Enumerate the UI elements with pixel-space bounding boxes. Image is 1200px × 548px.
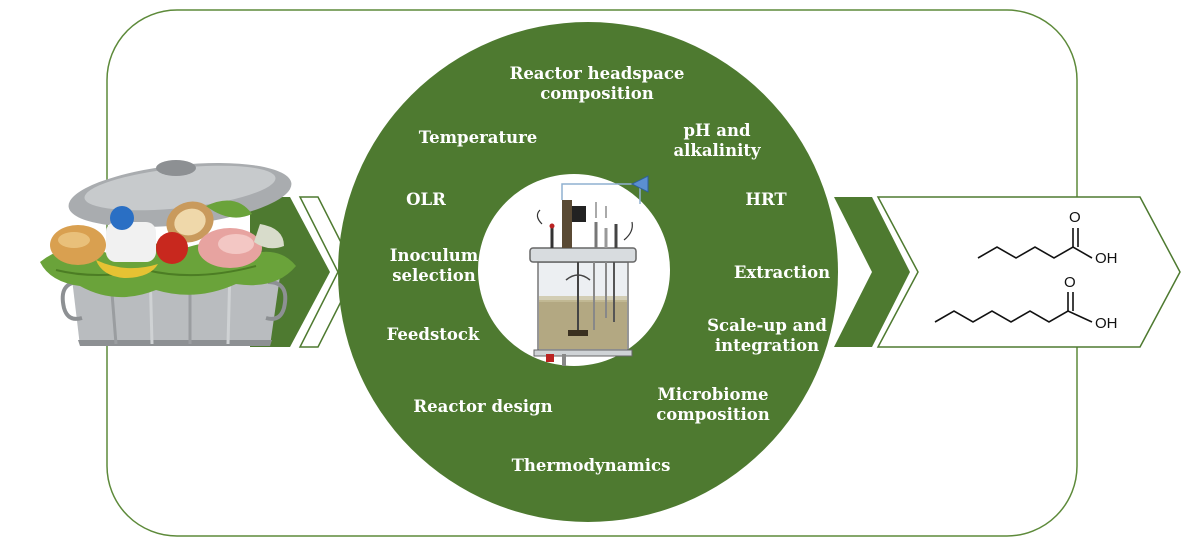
bioreactor-icon: [529, 175, 649, 366]
hexanoic-acid-structure-icon: [977, 228, 1093, 259]
right-filled-chevron: [834, 197, 910, 347]
food-waste-bin-icon: [40, 160, 296, 346]
octanoic-acid-structure-icon: [934, 292, 1093, 323]
right-outline-chevron: [876, 196, 1181, 348]
